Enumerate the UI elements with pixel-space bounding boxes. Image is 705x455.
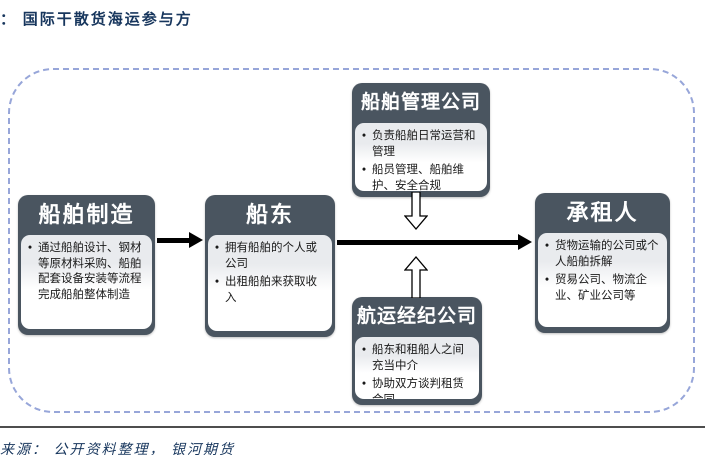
bullet-text: 货物运输的公司或个人船舶拆解 bbox=[555, 240, 659, 268]
bullet-text: 协助双方谈判租赁合同 bbox=[372, 378, 464, 399]
node-bullets: 船东和租船人之间充当中介 协助双方谈判租赁合同 bbox=[360, 343, 475, 399]
node-body: 拥有船舶的个人或公司 出租船舶来获取收入 bbox=[208, 235, 332, 331]
hollow-up-arrow-icon bbox=[404, 256, 428, 298]
bullet-item: 出租船舶来获取收入 bbox=[213, 275, 328, 306]
bullet-text: 拥有船舶的个人或公司 bbox=[225, 242, 317, 270]
arrow-head-icon bbox=[518, 234, 532, 250]
footer-divider bbox=[0, 426, 705, 428]
node-body: 货物运输的公司或个人船舶拆解 贸易公司、物流企业、矿业公司等 bbox=[538, 233, 667, 327]
source-note: 来源： 公开资料整理， 银河期货 bbox=[0, 443, 235, 455]
bullet-text: 船东和租船人之间充当中介 bbox=[372, 344, 464, 372]
node-shipowner: 船东 拥有船舶的个人或公司 出租船舶来获取收入 bbox=[205, 195, 335, 337]
node-body: 负责船舶日常运营和管理 船员管理、船舶维护、安全合规 bbox=[355, 123, 487, 191]
bullet-item: 通过船舶设计、钢材等原材料采购、船舶配套设备安装等流程完成船舶整体制造 bbox=[26, 241, 148, 303]
node-ship-management-company: 船舶管理公司 负责船舶日常运营和管理 船员管理、船舶维护、安全合规 bbox=[352, 83, 490, 197]
arrow-shipowner-to-charterer bbox=[337, 240, 519, 245]
bullet-text: 通过船舶设计、钢材等原材料采购、船舶配套设备安装等流程完成船舶整体制造 bbox=[38, 242, 142, 301]
node-title: 船舶管理公司 bbox=[360, 92, 481, 113]
node-shipping-broker-company: 航运经纪公司 船东和租船人之间充当中介 协助双方谈判租赁合同 bbox=[352, 297, 482, 405]
node-bullets: 通过船舶设计、钢材等原材料采购、船舶配套设备安装等流程完成船舶整体制造 bbox=[26, 241, 148, 303]
bullet-item: 货物运输的公司或个人船舶拆解 bbox=[543, 239, 663, 270]
bullet-item: 贸易公司、物流企业、矿业公司等 bbox=[543, 273, 663, 304]
bullet-item: 协助双方谈判租赁合同 bbox=[360, 377, 475, 399]
arrow-head-icon bbox=[189, 232, 203, 248]
node-body: 通过船舶设计、钢材等原材料采购、船舶配套设备安装等流程完成船舶整体制造 bbox=[21, 235, 152, 329]
node-bullets: 货物运输的公司或个人船舶拆解 贸易公司、物流企业、矿业公司等 bbox=[543, 239, 663, 304]
arrow-manufacture-to-shipowner bbox=[157, 238, 190, 243]
node-body: 船东和租船人之间充当中介 协助双方谈判租赁合同 bbox=[355, 337, 479, 399]
node-bullets: 负责船舶日常运营和管理 船员管理、船舶维护、安全合规 bbox=[360, 129, 483, 191]
node-title: 船东 bbox=[245, 202, 294, 227]
node-ship-manufacturing: 船舶制造 通过船舶设计、钢材等原材料采购、船舶配套设备安装等流程完成船舶整体制造 bbox=[18, 195, 155, 335]
node-title: 船舶制造 bbox=[38, 202, 135, 227]
bullet-text: 负责船舶日常运营和管理 bbox=[372, 130, 476, 158]
node-bullets: 拥有船舶的个人或公司 出租船舶来获取收入 bbox=[213, 241, 328, 306]
bullet-item: 船员管理、船舶维护、安全合规 bbox=[360, 163, 483, 191]
hollow-down-arrow-icon bbox=[404, 192, 428, 230]
node-title: 承租人 bbox=[566, 200, 639, 225]
bullet-item: 负责船舶日常运营和管理 bbox=[360, 129, 483, 160]
bullet-item: 船东和租船人之间充当中介 bbox=[360, 343, 475, 374]
bullet-text: 贸易公司、物流企业、矿业公司等 bbox=[555, 274, 647, 302]
node-charterer: 承租人 货物运输的公司或个人船舶拆解 贸易公司、物流企业、矿业公司等 bbox=[535, 193, 670, 333]
bullet-item: 拥有船舶的个人或公司 bbox=[213, 241, 328, 272]
bullet-text: 出租船舶来获取收入 bbox=[225, 276, 317, 304]
bullet-text: 船员管理、船舶维护、安全合规 bbox=[372, 164, 464, 191]
node-title: 航运经纪公司 bbox=[356, 306, 477, 327]
figure-title: ： 国际干散货海运参与方 bbox=[0, 12, 193, 28]
